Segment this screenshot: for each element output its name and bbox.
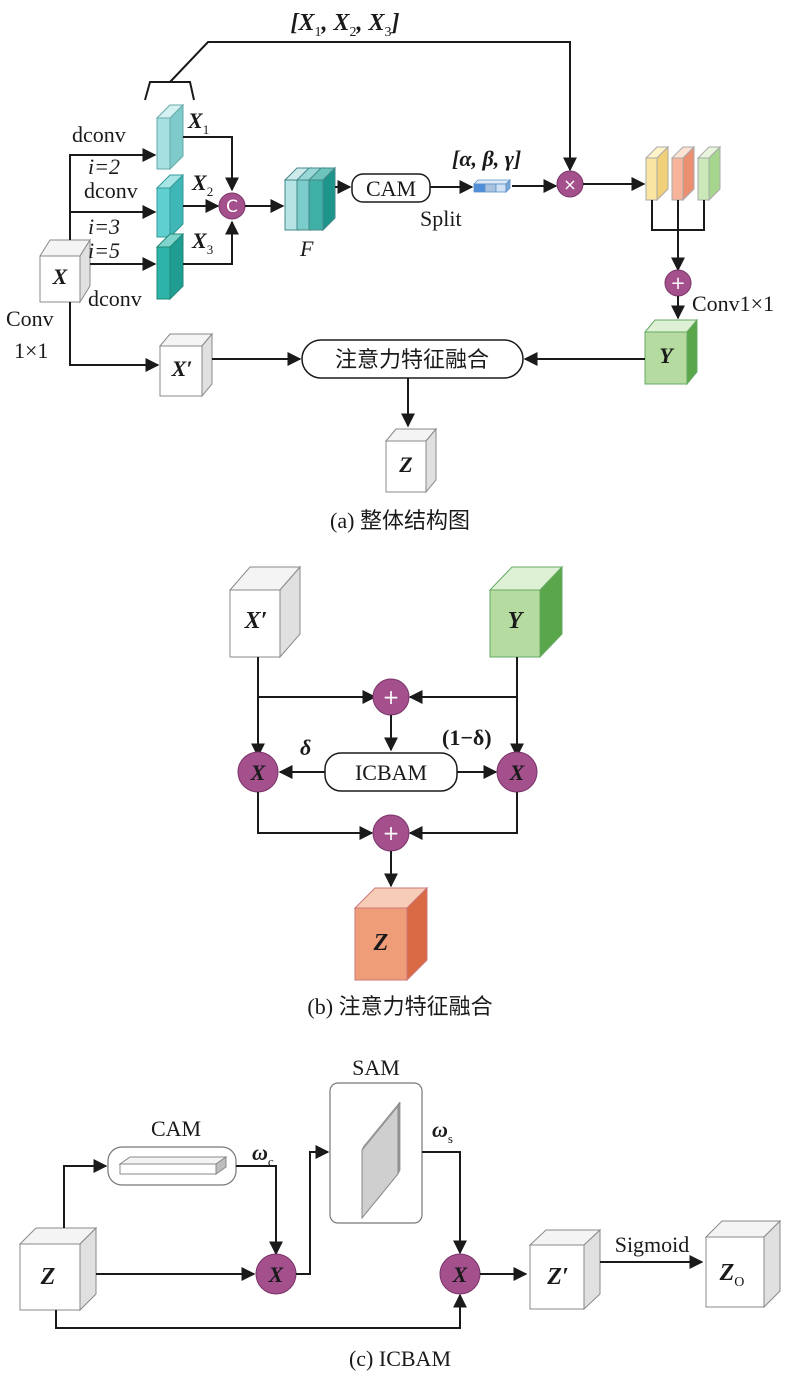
feature-f-stack [283,166,337,232]
caption-b: (b) 注意力特征融合 [307,994,492,1019]
x3-label: X3 [191,228,213,257]
z-to-cam [63,1159,108,1228]
x2-label: X2 [191,170,213,199]
z-cube-a: Z [384,427,438,494]
outputs-merge-lines [651,200,705,270]
conv-right-label: Conv1×1 [692,291,774,316]
x-prime-label: X′ [171,356,193,381]
sigmoid-label: Sigmoid [615,1232,690,1257]
mul-op-label-c2: X [452,1262,469,1287]
caption-c: (c) ICBAM [349,1346,451,1371]
fusion-box [301,339,524,379]
z-label-a: Z [398,452,412,477]
x-prime-cube-b: X′ [228,565,302,659]
dconv-label-3: dconv [88,286,142,311]
i2-label: i=2 [88,154,120,179]
conv-branch-line [69,302,160,372]
caption-a: (a) 整体结构图 [330,508,470,533]
fusion-label: 注意力特征融合 [335,347,489,372]
concat-arrow-line [169,41,577,172]
feature-x3 [155,232,185,301]
one-minus-delta-label: (1−δ) [442,725,492,750]
panel-c: SAM CAM ωc ωs Z X [18,1055,782,1371]
split-label: Split [420,206,462,231]
weighted-feature-1 [644,145,670,202]
add-op-label-a: + [670,273,685,294]
z-cube-b: Z [353,886,429,982]
panel-a: [X1, X2, X3] X dconv i=2 dconv i=3 i=5 d… [6,10,774,533]
cam-bar [118,1156,228,1175]
x-label: X [52,264,69,289]
dconv-label-1: dconv [72,122,126,147]
weighted-feature-2 [670,145,696,202]
x-prime-label-b: X′ [244,608,268,634]
sam-to-mul2 [422,1151,467,1255]
cam-to-mul1 [236,1165,283,1256]
x-prime-cube: X′ [158,332,214,398]
y-cube-b: Y [488,565,564,659]
mul-op-label-c1: X [268,1262,285,1287]
input-cube-x: X [39,238,91,304]
conv-left-label-1: Conv [6,306,54,331]
x1-label: X1 [187,108,209,137]
left-mul-to-add [257,792,374,840]
conv-left-label-2: 1×1 [14,338,48,363]
i5-label: i=5 [88,238,120,263]
x3-to-concat [183,220,239,265]
y-cube: Y [643,318,699,386]
z-prime-label: Z′ [546,1264,568,1290]
cam-label: CAM [366,176,416,201]
weights-bar [473,179,511,193]
weights-label: [α, β, γ] [452,146,521,171]
i3-label: i=3 [88,214,120,239]
y-label-b: Y [508,608,525,634]
right-mul-to-add [408,792,518,840]
icbam-label: ICBAM [355,760,427,785]
mul-op-label: × [563,175,576,194]
add-op-label-b1: + [383,685,400,709]
panel-b: X′ Y + ICBAM δ (1−δ) X X + [228,565,564,1019]
omega-s-label: ωs [432,1117,453,1146]
dconv-label-2: dconv [84,178,138,203]
cam-label-c: CAM [151,1116,201,1141]
f-label: F [299,236,314,261]
top-concat-label: [X1, X2, X3] [290,10,399,40]
sam-plane [361,1101,401,1220]
z-label-c: Z [40,1264,56,1290]
weighted-feature-3 [696,145,722,202]
z-label-b: Z [373,930,389,956]
z-prime-cube: Z′ [528,1228,602,1311]
y-label: Y [659,343,675,368]
feature-x2 [155,173,185,239]
mul-op-label-b-right: X [509,760,526,785]
delta-label: δ [300,735,311,760]
omega-c-label: ωc [252,1140,274,1169]
zo-cube: ZO [704,1219,782,1309]
x-stack-bracket [144,81,195,101]
mul-op-label-b-left: X [250,760,267,785]
feature-x1 [155,103,185,171]
mul1-to-sam [296,1145,330,1275]
z-cube-c: Z [18,1226,98,1312]
x1-to-concat [183,136,239,192]
z-bottom-to-mul2 [55,1293,467,1329]
add-op-label-b2: + [383,821,400,845]
sam-label: SAM [352,1055,400,1080]
concat-op-label: C [226,197,238,217]
